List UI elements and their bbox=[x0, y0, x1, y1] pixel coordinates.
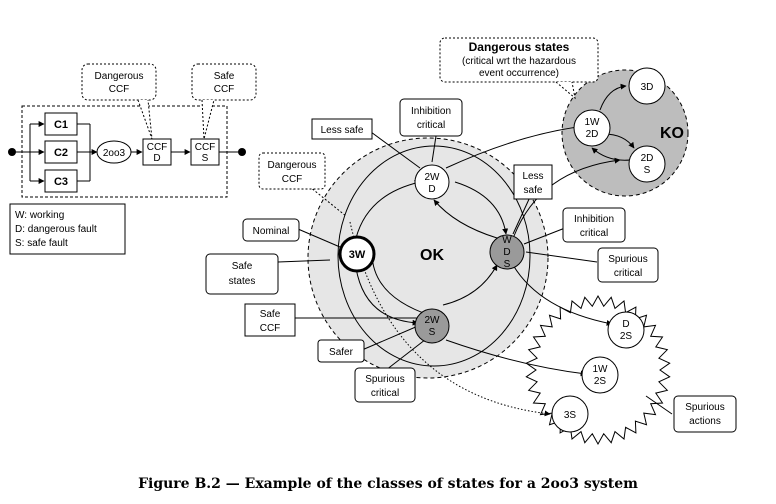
svg-text:D: D bbox=[428, 184, 435, 195]
svg-text:1W: 1W bbox=[585, 117, 601, 128]
output-node bbox=[238, 148, 246, 156]
state-2wd: 2W D bbox=[414, 164, 450, 200]
legend-box: W: working D: dangerous fault S: safe fa… bbox=[9, 203, 126, 255]
state-2ws: 2W S bbox=[414, 308, 450, 344]
state-3s: 3S bbox=[551, 395, 589, 433]
state-1w2d: 1W 2D bbox=[573, 109, 611, 147]
legend-dangerous: D: dangerous fault bbox=[15, 224, 97, 235]
spurious-critical-label-2: Spurious critical bbox=[354, 367, 416, 403]
state-1w2s: 1W 2S bbox=[581, 356, 619, 394]
legend-safe: S: safe fault bbox=[15, 238, 68, 249]
svg-text:critical: critical bbox=[580, 228, 608, 239]
state-d2s: D 2S bbox=[607, 311, 645, 349]
less-safe-label-2: Less safe bbox=[513, 164, 553, 200]
spurious-actions-label: Spurious actions bbox=[673, 395, 737, 433]
ccf-d-line1: CCF bbox=[147, 142, 168, 153]
svg-text:critical: critical bbox=[417, 120, 445, 131]
svg-text:3S: 3S bbox=[564, 410, 577, 421]
svg-text:D: D bbox=[622, 319, 629, 330]
svg-text:actions: actions bbox=[689, 416, 721, 427]
svg-text:CCF: CCF bbox=[214, 84, 235, 95]
svg-text:2W: 2W bbox=[425, 172, 441, 183]
figure-caption: Figure B.2 — Example of the classes of s… bbox=[138, 476, 638, 492]
channel-c3: C3 bbox=[44, 169, 78, 193]
svg-text:Inhibition: Inhibition bbox=[574, 214, 614, 225]
svg-text:Dangerous: Dangerous bbox=[268, 160, 317, 171]
svg-text:Dangerous: Dangerous bbox=[95, 71, 144, 82]
svg-text:S: S bbox=[644, 165, 651, 176]
callout-safe-ccf: Safe CCF bbox=[191, 63, 257, 140]
svg-text:Inhibition: Inhibition bbox=[411, 106, 451, 117]
svg-text:Spurious: Spurious bbox=[608, 254, 647, 265]
svg-text:Safe: Safe bbox=[260, 309, 281, 320]
pointer-lines bbox=[277, 131, 673, 415]
channel-c1-label: C1 bbox=[54, 119, 68, 131]
svg-text:Safe: Safe bbox=[232, 261, 253, 272]
safe-ccf-label: Safe CCF bbox=[244, 303, 296, 337]
dangerous-states-callout: Dangerous states (critical wrt the hazar… bbox=[439, 37, 599, 100]
svg-text:2S: 2S bbox=[620, 331, 633, 342]
svg-text:Less: Less bbox=[522, 171, 543, 182]
svg-text:Spurious: Spurious bbox=[365, 374, 404, 385]
svg-text:Safe: Safe bbox=[214, 71, 235, 82]
state-3w-nominal: 3W bbox=[338, 235, 376, 273]
state-wds: W D S bbox=[489, 234, 525, 270]
state-3d: 3D bbox=[628, 67, 666, 105]
svg-text:CCF: CCF bbox=[109, 84, 130, 95]
svg-text:Safer: Safer bbox=[329, 347, 354, 358]
ccf-d-line2: D bbox=[153, 153, 160, 164]
svg-text:CCF: CCF bbox=[282, 174, 303, 185]
nominal-label: Nominal bbox=[242, 218, 300, 242]
less-safe-label-1: Less safe bbox=[311, 118, 373, 140]
svg-text:D: D bbox=[503, 247, 510, 258]
svg-text:states: states bbox=[229, 276, 256, 287]
svg-text:W: W bbox=[502, 235, 512, 246]
svg-text:3W: 3W bbox=[349, 249, 366, 261]
svg-text:S: S bbox=[429, 327, 436, 338]
safe-states-label: Safe states bbox=[205, 253, 279, 295]
ccf-s-line2: S bbox=[202, 153, 209, 164]
svg-text:CCF: CCF bbox=[260, 323, 281, 334]
svg-text:1W: 1W bbox=[593, 364, 609, 375]
ok-label: OK bbox=[420, 247, 444, 264]
channel-c3-label: C3 bbox=[54, 176, 68, 188]
svg-text:Less safe: Less safe bbox=[321, 125, 364, 136]
ko-label: KO bbox=[660, 125, 684, 142]
state-2ds: 2D S bbox=[628, 145, 666, 183]
svg-text:2D: 2D bbox=[586, 129, 599, 140]
channel-c1: C1 bbox=[44, 112, 78, 136]
svg-text:2W: 2W bbox=[425, 315, 441, 326]
svg-text:safe: safe bbox=[524, 185, 543, 196]
svg-text:critical: critical bbox=[614, 268, 642, 279]
legend-working: W: working bbox=[15, 210, 64, 221]
dangerous-ccf-label: Dangerous CCF bbox=[258, 152, 326, 190]
spurious-critical-label-1: Spurious critical bbox=[597, 247, 659, 283]
channel-c2: C2 bbox=[44, 140, 78, 164]
svg-text:(critical wrt the hazardous: (critical wrt the hazardous bbox=[462, 56, 576, 67]
inhibition-critical-label-2: Inhibition critical bbox=[562, 207, 626, 243]
svg-text:event occurrence): event occurrence) bbox=[479, 68, 559, 79]
svg-text:Spurious: Spurious bbox=[685, 402, 724, 413]
svg-text:2D: 2D bbox=[641, 153, 654, 164]
svg-text:critical: critical bbox=[371, 388, 399, 399]
inhibition-critical-label-1: Inhibition critical bbox=[399, 98, 463, 137]
voter-2oo3: 2oo3 bbox=[96, 140, 132, 164]
safer-label: Safer bbox=[317, 339, 365, 363]
voter-label: 2oo3 bbox=[103, 148, 126, 159]
svg-text:Nominal: Nominal bbox=[253, 226, 290, 237]
dangerous-states-title: Dangerous states bbox=[469, 40, 570, 54]
ccf-d-block: CCF D bbox=[142, 138, 172, 166]
callout-dangerous-ccf: Dangerous CCF bbox=[81, 63, 157, 140]
ccf-s-line1: CCF bbox=[195, 142, 216, 153]
channel-c2-label: C2 bbox=[54, 147, 68, 159]
svg-text:S: S bbox=[504, 259, 511, 270]
ccf-s-block: CCF S bbox=[190, 138, 220, 166]
block-diagram: C1 C2 C3 2oo3 CCF D CCF S bbox=[8, 63, 257, 198]
svg-text:3D: 3D bbox=[641, 82, 654, 93]
svg-text:2S: 2S bbox=[594, 376, 607, 387]
